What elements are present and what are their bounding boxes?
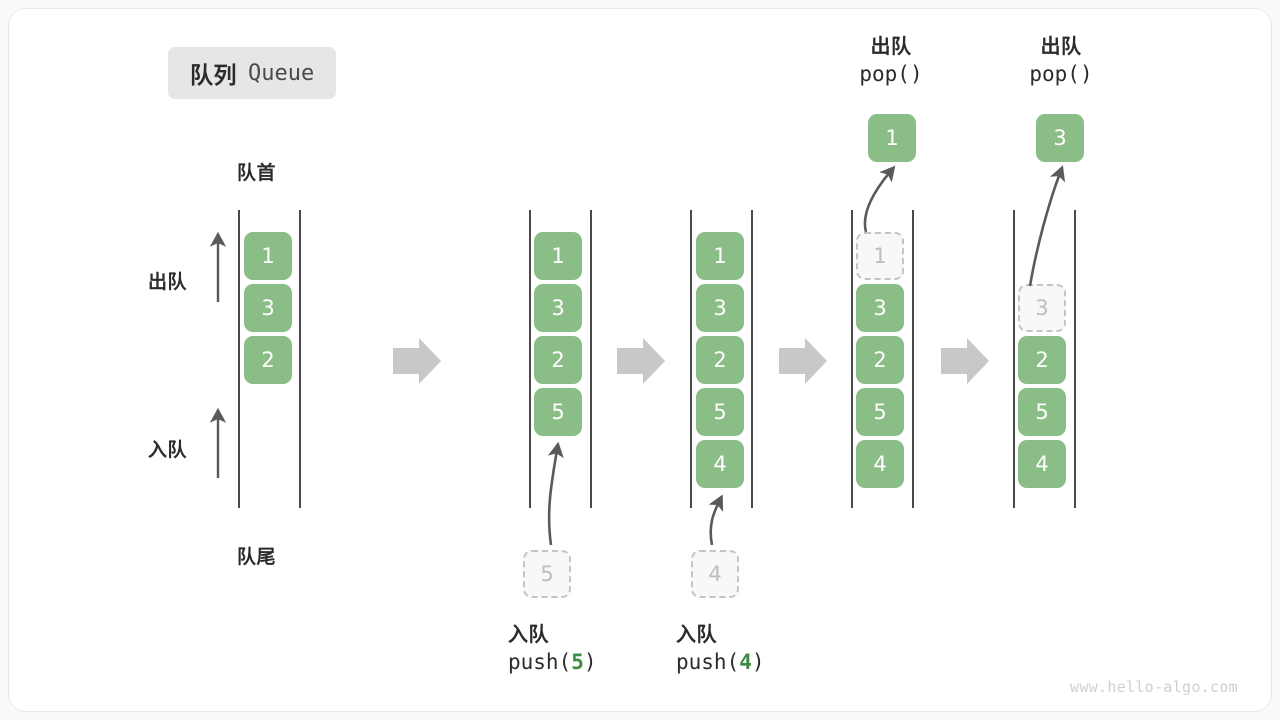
queue-cell: 2 xyxy=(696,336,744,384)
popped-cell: 3 xyxy=(1036,114,1084,162)
queue-cell: 3 xyxy=(244,284,292,332)
watermark: www.hello-algo.com xyxy=(1070,678,1238,696)
pop-3-code-suffix: ) xyxy=(1079,62,1093,87)
pop-3-caption: 出队 pop() xyxy=(1021,32,1101,90)
queue-head-label: 队首 xyxy=(237,162,277,184)
queue-rail-right xyxy=(912,210,914,508)
queue-cell: 5 xyxy=(1018,388,1066,436)
queue-rail-left xyxy=(238,210,240,508)
queue-cell: 4 xyxy=(856,440,904,488)
queue-cell: 1 xyxy=(244,232,292,280)
pop-1-caption: 出队 pop() xyxy=(851,32,931,90)
diagram-title-badge: 队列 Queue xyxy=(168,47,337,99)
push-4-code-suffix: ) xyxy=(751,650,765,675)
queue-incoming-ghost-cell: 5 xyxy=(523,550,571,598)
queue-rail-right xyxy=(751,210,753,508)
queue-rail-left xyxy=(851,210,853,508)
push-5-code-num: 5 xyxy=(571,650,584,675)
pop-3-caption-code: pop() xyxy=(1021,60,1101,90)
queue-rail-left xyxy=(690,210,692,508)
queue-outgoing-ghost-cell: 1 xyxy=(856,232,904,280)
queue-cell: 5 xyxy=(696,388,744,436)
push-5-caption-cn: 入队 xyxy=(508,622,549,646)
queue-rail-right xyxy=(299,210,301,508)
queue-cell: 2 xyxy=(856,336,904,384)
diagram-card xyxy=(8,8,1272,712)
queue-outgoing-ghost-cell: 3 xyxy=(1018,284,1066,332)
queue-cell: 3 xyxy=(534,284,582,332)
queue-cell: 1 xyxy=(696,232,744,280)
push-4-code-num: 4 xyxy=(739,650,752,675)
enqueue-direction-label: 入队 xyxy=(148,439,188,461)
push-4-caption-cn: 入队 xyxy=(676,622,717,646)
queue-cell: 1 xyxy=(534,232,582,280)
queue-cell: 3 xyxy=(856,284,904,332)
push-4-code-prefix: push( xyxy=(676,650,740,675)
queue-incoming-ghost-cell: 4 xyxy=(691,550,739,598)
pop-3-code-prefix: pop( xyxy=(1029,62,1080,87)
pop-1-code-suffix: ) xyxy=(909,62,923,87)
push-4-caption-code: push(4) xyxy=(676,648,765,678)
diagram-title-cn: 队列 xyxy=(190,63,237,89)
queue-rail-left xyxy=(529,210,531,508)
queue-cell: 2 xyxy=(1018,336,1066,384)
pop-1-code-prefix: pop( xyxy=(859,62,910,87)
pop-1-caption-code: pop() xyxy=(851,60,931,90)
queue-cell: 5 xyxy=(534,388,582,436)
pop-3-caption-cn: 出队 xyxy=(1040,34,1082,58)
queue-cell: 2 xyxy=(244,336,292,384)
pop-1-caption-cn: 出队 xyxy=(870,34,912,58)
queue-cell: 4 xyxy=(1018,440,1066,488)
push-5-code-suffix: ) xyxy=(583,650,597,675)
push-4-caption: 入队 push(4) xyxy=(676,620,765,678)
queue-rail-left xyxy=(1013,210,1015,508)
queue-cell: 3 xyxy=(696,284,744,332)
queue-rail-right xyxy=(1074,210,1076,508)
push-5-caption-code: push(5) xyxy=(508,648,597,678)
dequeue-direction-label: 出队 xyxy=(148,271,188,293)
push-5-caption: 入队 push(5) xyxy=(508,620,597,678)
queue-cell: 5 xyxy=(856,388,904,436)
queue-cell: 2 xyxy=(534,336,582,384)
popped-cell: 1 xyxy=(868,114,916,162)
diagram-title-en: Queue xyxy=(248,60,315,86)
queue-tail-label: 队尾 xyxy=(237,546,277,568)
push-5-code-prefix: push( xyxy=(508,650,572,675)
queue-cell: 4 xyxy=(696,440,744,488)
queue-rail-right xyxy=(590,210,592,508)
